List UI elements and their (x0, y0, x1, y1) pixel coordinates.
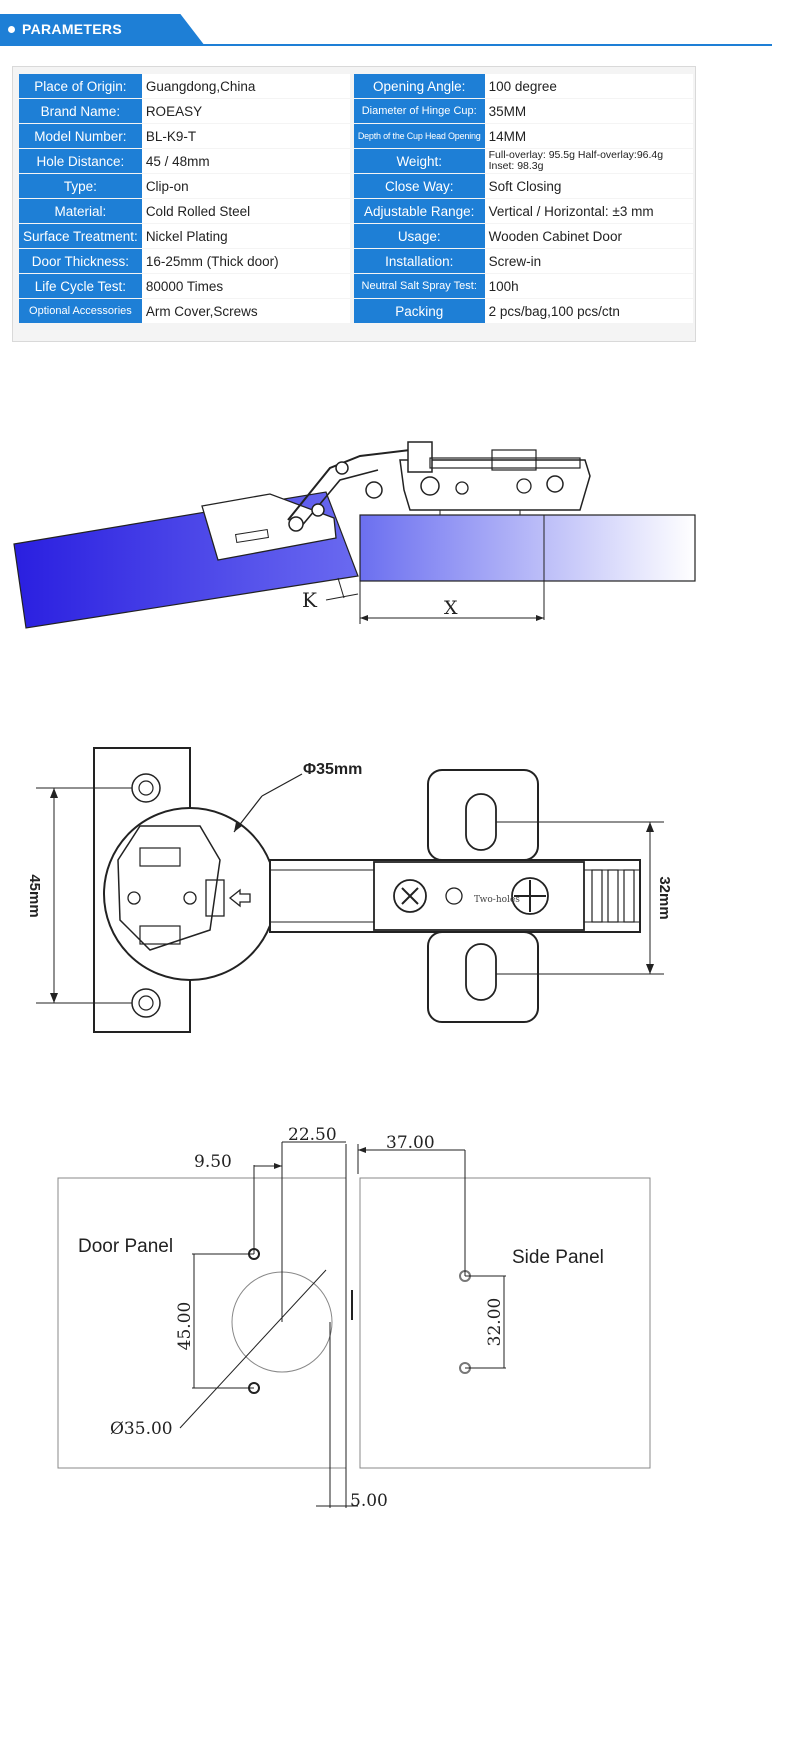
cup-diameter-label: Φ35mm (303, 761, 362, 778)
dim-45-00: 45.00 (175, 1302, 195, 1351)
dimension-k-label: K (302, 588, 318, 612)
param-label: Diameter of Hinge Cup: (353, 99, 485, 123)
dimension-x-label: X (444, 597, 458, 619)
plate-distance-label: 32mm (656, 876, 673, 919)
param-label: Hole Distance: (19, 149, 142, 173)
param-label: Life Cycle Test: (19, 274, 142, 298)
param-label: Close Way: (353, 174, 485, 198)
header-underline (0, 44, 772, 46)
column-gap (349, 124, 354, 148)
param-value: Cold Rolled Steel (141, 199, 350, 223)
section-header: PARAMETERS (0, 0, 790, 50)
param-label: Depth of the Cup Head Opening (353, 124, 485, 148)
param-label: Neutral Salt Spray Test: (353, 274, 485, 298)
param-value: 35MM (484, 99, 693, 123)
param-value: Nickel Plating (141, 224, 350, 248)
param-value: Vertical / Horizontal: ±3 mm (484, 199, 693, 223)
column-gap (349, 299, 354, 323)
param-label: Place of Origin: (19, 74, 142, 98)
param-value: BL-K9-T (141, 124, 350, 148)
column-gap (349, 149, 354, 173)
param-label: Packing (353, 299, 485, 323)
hole-distance-label: 45mm (26, 874, 43, 917)
column-gap (349, 249, 354, 273)
param-value: Soft Closing (484, 174, 693, 198)
plate-text: Two-holes (474, 895, 520, 905)
param-label: Material: (19, 199, 142, 223)
param-value: 100 degree (484, 74, 693, 98)
column-gap (349, 174, 354, 198)
dim-32-00: 32.00 (485, 1298, 505, 1347)
header-tab (0, 14, 205, 46)
param-label: Usage: (353, 224, 485, 248)
param-label: Installation: (353, 249, 485, 273)
param-value: 14MM (484, 124, 693, 148)
param-value: 2 pcs/bag,100 pcs/ctn (484, 299, 693, 323)
param-value: 80000 Times (141, 274, 350, 298)
param-value-line: Full-overlay: 95.5g Half-overlay:96.4g (488, 149, 664, 161)
param-value: Guangdong,China (141, 74, 350, 98)
door-panel-label: Door Panel (78, 1236, 173, 1257)
column-gap (349, 99, 354, 123)
param-label: Model Number: (19, 124, 142, 148)
param-value: 100h (484, 274, 693, 298)
param-label: Weight: (353, 149, 485, 173)
side-panel-rect (359, 1177, 651, 1469)
param-label: Type: (19, 174, 142, 198)
section-title: PARAMETERS (22, 21, 122, 37)
dim-5-00: 5.00 (350, 1491, 388, 1511)
dim-22-50: 22.50 (288, 1125, 337, 1145)
dim-9-50: 9.50 (194, 1152, 232, 1172)
param-label: Door Thickness: (19, 249, 142, 273)
param-value: Wooden Cabinet Door (484, 224, 693, 248)
param-label: Optional Accessories (19, 299, 142, 323)
hinge-top-view: Φ35mm Two-holes 45mm 32mm (26, 747, 673, 1033)
param-row: Door Thickness:16-25mm (Thick door)Insta… (19, 249, 693, 273)
drilling-plan: 22.50 9.50 37.00 45.00 32.00 Ø35.00 5.00… (57, 1125, 651, 1511)
param-value: Screw-in (484, 249, 693, 273)
param-label: Surface Treatment: (19, 224, 142, 248)
column-gap (349, 74, 354, 98)
column-gap (349, 199, 354, 223)
param-label: Adjustable Range: (353, 199, 485, 223)
side-panel-label: Side Panel (512, 1247, 604, 1268)
dim-37-00: 37.00 (386, 1133, 435, 1153)
param-value: 16-25mm (Thick door) (141, 249, 350, 273)
param-value-line: Inset: 98.3g (488, 160, 544, 172)
dim-35-00: Ø35.00 (110, 1419, 173, 1439)
param-value: 45 / 48mm (141, 149, 350, 173)
door-panel-rect (57, 1177, 347, 1469)
param-value: ROEASY (141, 99, 350, 123)
param-label: Opening Angle: (353, 74, 485, 98)
param-label: Brand Name: (19, 99, 142, 123)
param-value: Clip-on (141, 174, 350, 198)
side-panel-shape (359, 514, 696, 582)
param-value: Arm Cover,Screws (141, 299, 350, 323)
hinge-side-view: K X (13, 441, 696, 629)
bullet-icon (8, 26, 15, 33)
column-gap (349, 224, 354, 248)
column-gap (349, 274, 354, 298)
